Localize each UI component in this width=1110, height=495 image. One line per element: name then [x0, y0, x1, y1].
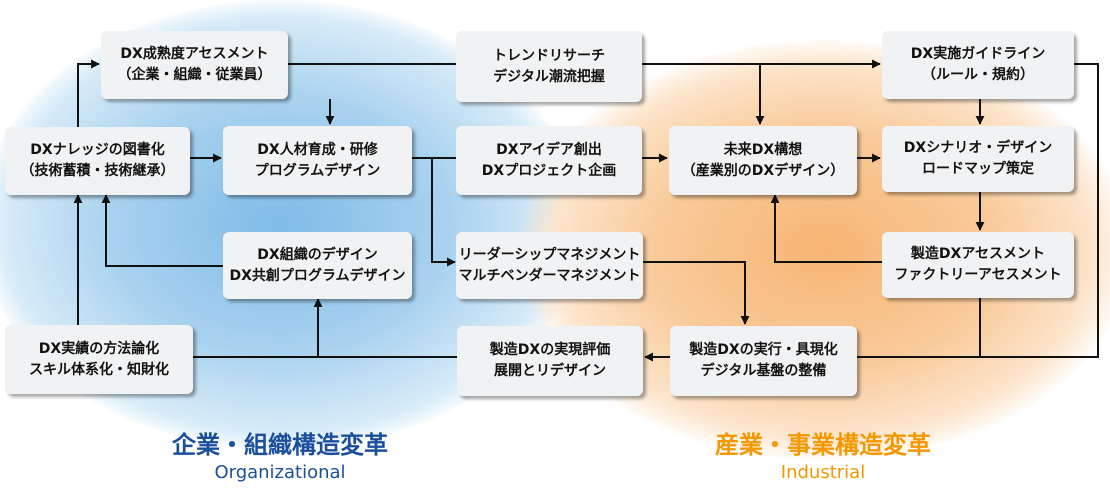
box-line2: スキル体系化・知財化 [29, 361, 169, 378]
line-guideline-loop [980, 63, 1099, 358]
box-line2: ファクトリーアセスメント [894, 267, 1062, 283]
box-line2: 展開とリデザイン [494, 363, 606, 379]
arrow-talent-to-leadership [431, 158, 456, 267]
trend-research-box: トレンドリサーチ デジタル潮流把握 [456, 31, 642, 102]
box-line1: 製造DXの実行・具現化 [689, 342, 838, 358]
box-line2: （技術蓄積・技術継承） [20, 163, 175, 179]
box-line2: デジタル潮流把握 [493, 68, 605, 85]
dx-maturity-assessment-box: DX成熟度アセスメント （企業・組織・従業員） [101, 31, 288, 99]
organizational-title: 企業・組織構造変革 [172, 431, 388, 459]
box-line1: 製造DXアセスメント [910, 246, 1046, 262]
line-assessment-to-execution [857, 298, 981, 358]
arrow-orgdesign-to-knowledge [101, 194, 223, 267]
box-line1: DXシナリオ・デザイン [903, 140, 1053, 156]
leadership-box: リーダーシップマネジメント マルチベンダーマネジメント [456, 232, 643, 299]
box-line1: DX組織のデザイン [257, 246, 378, 263]
box-line1: DX実施ガイドライン [910, 46, 1046, 62]
dx-scenario-box: DXシナリオ・デザイン ロードマップ策定 [882, 126, 1074, 192]
box-line2: （ルール・規約） [922, 67, 1034, 83]
box-line2: マルチベンダーマネジメント [458, 267, 641, 284]
box-line2: ロードマップ策定 [922, 161, 1034, 177]
dx-knowledge-box: DXナレッジの図書化 （技術蓄積・技術継承） [5, 127, 190, 195]
box-line1: DX成熟度アセスメント [120, 46, 269, 62]
box-line1: DX実績の方法論化 [38, 340, 160, 357]
dx-guideline-box: DX実施ガイドライン （ルール・規約） [882, 31, 1074, 99]
dx-talent-box: DX人材育成・研修 プログラムデザイン [223, 126, 412, 195]
arrow-knowledge-to-maturity [77, 59, 100, 127]
box-line2: プログラムデザイン [254, 162, 381, 179]
box-line2: （産業別のDXデザイン） [681, 162, 845, 179]
industrial-title: 産業・事業構造変革 [715, 431, 931, 459]
dx-methodology-box: DX実績の方法論化 スキル体系化・知財化 [5, 325, 193, 394]
future-dx-box: 未来DX構想 （産業別のDXデザイン） [669, 126, 857, 195]
box-line1: 未来DX構想 [723, 141, 803, 158]
organizational-subtitle: Organizational [214, 462, 346, 483]
industrial-subtitle: Industrial [780, 462, 866, 483]
arrow-leadership-to-execution [643, 261, 750, 325]
dx-idea-box: DXアイデア創出 DXプロジェクト企画 [456, 126, 642, 195]
box-line1: トレンドリサーチ [493, 47, 605, 64]
arrow-assessment-to-future [770, 194, 882, 263]
mfg-assessment-box: 製造DXアセスメント ファクトリーアセスメント [882, 232, 1074, 298]
box-line2: （企業・組織・従業員） [117, 67, 272, 83]
box-line2: デジタル基盤の整備 [700, 363, 827, 379]
box-line1: リーダーシップマネジメント [458, 246, 641, 263]
box-line2: DXプロジェクト企画 [481, 162, 617, 179]
box-line1: DXナレッジの図書化 [30, 142, 165, 158]
box-line1: 製造DXの実現評価 [489, 342, 611, 358]
mfg-execution-box: 製造DXの実行・具現化 デジタル基盤の整備 [670, 326, 857, 396]
box-line1: DX人材育成・研修 [257, 141, 378, 158]
box-line2: DX共創プログラムデザイン [229, 267, 406, 284]
box-line1: DXアイデア創出 [496, 141, 602, 158]
mfg-evaluation-box: 製造DXの実現評価 展開とリデザイン [457, 326, 643, 396]
dx-org-design-box: DX組織のデザイン DX共創プログラムデザイン [223, 232, 412, 299]
